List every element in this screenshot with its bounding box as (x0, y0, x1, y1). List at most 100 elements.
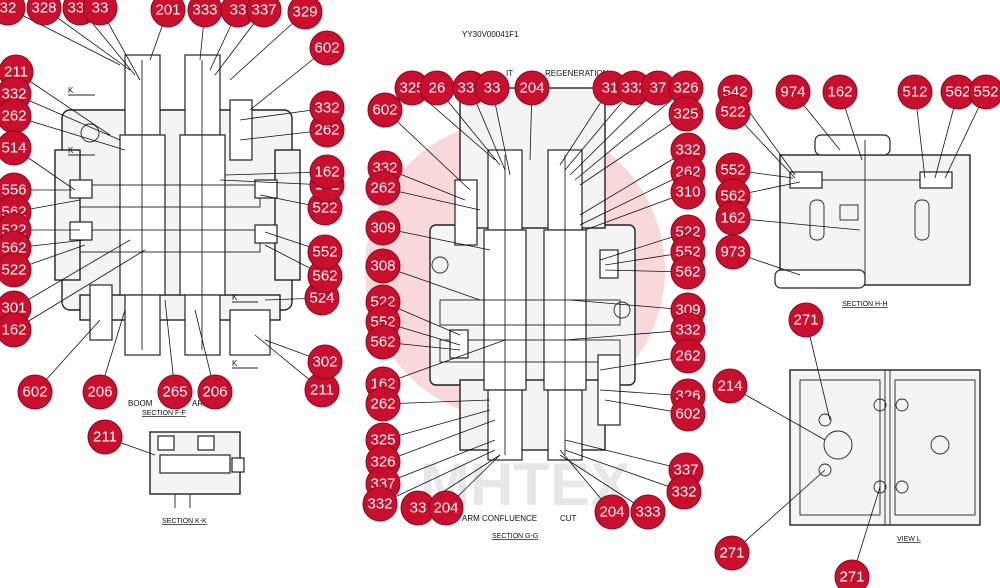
callout-c42[interactable]: 31 (592, 70, 628, 106)
callout-c10[interactable]: 602 (309, 30, 345, 66)
callout-c88[interactable]: 973 (715, 234, 751, 270)
callout-label: 211 (4, 64, 28, 81)
callout-c37[interactable]: 325 (394, 70, 430, 106)
callout-c87[interactable]: 162 (715, 200, 751, 236)
callout-c90[interactable]: 214 (712, 368, 748, 404)
callout-c4[interactable]: 33 (82, 0, 118, 26)
callout-c8[interactable]: 337 (246, 0, 282, 28)
callout-c26[interactable]: 211 (304, 372, 340, 408)
callout-c14[interactable]: 514 (0, 130, 32, 166)
callout-c45[interactable]: 326 (668, 70, 704, 106)
leader-line-c11 (15, 71, 111, 136)
callout-c56[interactable]: 262 (365, 386, 401, 422)
callout-c50[interactable]: 309 (365, 210, 401, 246)
callout-c77[interactable]: 204 (594, 494, 630, 530)
callout-c43[interactable]: 332 (616, 70, 652, 106)
callout-c6[interactable]: 333 (187, 0, 223, 28)
callout-label: 333 (635, 504, 660, 521)
callout-c5[interactable]: 201 (150, 0, 186, 28)
callout-label: 512 (902, 84, 927, 101)
callout-circle (287, 0, 323, 30)
view-l-drawing (789, 369, 981, 526)
callout-c51[interactable]: 308 (365, 248, 401, 284)
leader-line-c55 (382, 339, 506, 385)
callout-circle (670, 174, 706, 210)
callout-c19[interactable]: 522 (0, 252, 32, 288)
callout-c38[interactable]: 26 (419, 70, 455, 106)
leader-line-c56 (382, 399, 491, 405)
callout-label: 162 (827, 84, 852, 101)
callout-circle (362, 486, 398, 522)
callout-c25[interactable]: 206 (197, 374, 233, 410)
callout-c54[interactable]: 562 (365, 324, 401, 360)
callout-c68[interactable]: 562 (670, 254, 706, 290)
callout-circle (309, 30, 345, 66)
leader-line-c87 (732, 217, 861, 231)
callout-c13[interactable]: 262 (0, 98, 32, 134)
callout-label: 522 (720, 104, 745, 121)
callout-c36[interactable]: 211 (87, 419, 123, 455)
callout-c75[interactable]: 332 (666, 474, 702, 510)
callout-c60[interactable]: 332 (362, 486, 398, 522)
callout-c47[interactable]: 602 (367, 92, 403, 128)
callout-c29[interactable]: 562 (307, 258, 343, 294)
callout-circle (365, 324, 401, 360)
callout-c85[interactable]: 552 (715, 152, 751, 188)
callout-circle (365, 248, 401, 284)
callout-c81[interactable]: 162 (822, 74, 858, 110)
callout-c46[interactable]: 325 (668, 96, 704, 132)
callout-c23[interactable]: 206 (82, 374, 118, 410)
callout-c41[interactable]: 204 (514, 70, 550, 106)
callout-c1[interactable]: 32 (0, 0, 26, 26)
callout-circle (365, 386, 401, 422)
callout-label: 33 (484, 80, 501, 97)
leader-line-c46 (579, 113, 687, 186)
callout-c71[interactable]: 262 (670, 338, 706, 374)
callout-c82[interactable]: 512 (897, 74, 933, 110)
leader-line-c32 (219, 179, 328, 186)
callout-c62[interactable]: 204 (428, 490, 464, 526)
callout-c92[interactable]: 271 (834, 559, 870, 588)
callout-c91[interactable]: 271 (714, 535, 750, 571)
callout-c40[interactable]: 33 (474, 70, 510, 106)
callout-c70[interactable]: 332 (670, 312, 706, 348)
callout-c73[interactable]: 602 (670, 396, 706, 432)
callout-c2[interactable]: 328 (26, 0, 62, 26)
label-it: IT (506, 69, 513, 78)
callout-c27[interactable]: 302 (307, 344, 343, 380)
callout-circle (714, 535, 750, 571)
callout-label: 325 (370, 432, 395, 449)
callout-circle (0, 130, 32, 166)
callout-c80[interactable]: 974 (775, 74, 811, 110)
callout-c44[interactable]: 37 (640, 70, 676, 106)
callout-c30[interactable]: 552 (307, 234, 343, 270)
callout-c24[interactable]: 265 (157, 374, 193, 410)
callout-circle (968, 74, 1000, 110)
callout-c22[interactable]: 602 (17, 374, 53, 410)
callout-c49[interactable]: 262 (365, 170, 401, 206)
callout-c7[interactable]: 33 (220, 0, 256, 28)
callout-circle (367, 92, 403, 128)
callout-label: 562 (312, 268, 337, 285)
callout-circle (775, 74, 811, 110)
callout-label: 337 (673, 462, 698, 479)
callout-circle (0, 312, 32, 348)
leader-line-c13 (13, 115, 126, 151)
callout-label: 326 (673, 80, 698, 97)
leader-line-c74 (564, 439, 687, 471)
callout-c61[interactable]: 33 (400, 490, 436, 526)
callout-c89[interactable]: 271 (788, 302, 824, 338)
callout-c83[interactable]: 562 (940, 74, 976, 110)
callout-c79[interactable]: 522 (715, 94, 751, 130)
callout-c35[interactable]: 332 (309, 90, 345, 126)
callout-c84[interactable]: 552 (968, 74, 1000, 110)
callout-c65[interactable]: 310 (670, 174, 706, 210)
callout-label: 329 (292, 4, 317, 21)
callout-circle (834, 559, 870, 588)
callout-c9[interactable]: 329 (287, 0, 323, 30)
callout-c33[interactable]: 162 (309, 154, 345, 190)
callout-c76[interactable]: 333 (630, 494, 666, 530)
callout-label: 162 (1, 322, 26, 339)
callout-circle (365, 170, 401, 206)
callout-c21[interactable]: 162 (0, 312, 32, 348)
